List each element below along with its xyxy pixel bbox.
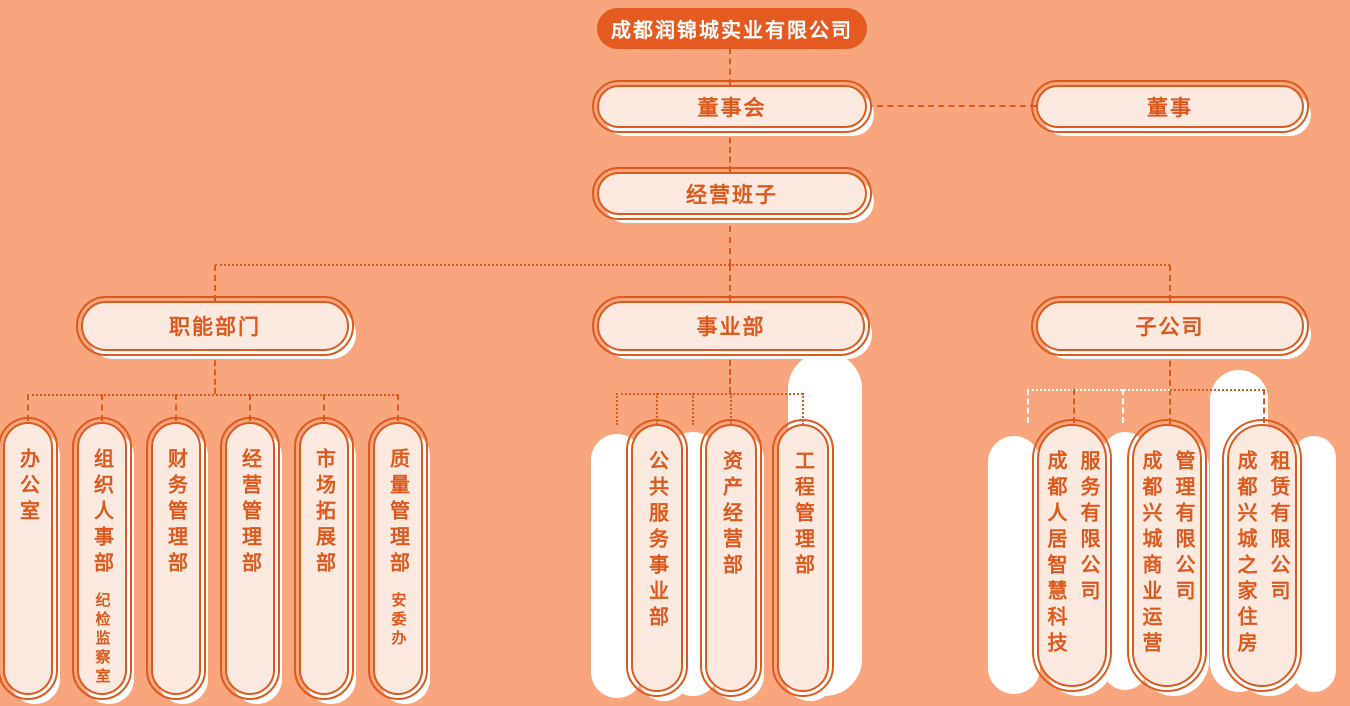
connector-line	[27, 394, 398, 396]
connector-line	[27, 394, 29, 421]
node-label: 市场拓展部	[312, 448, 337, 578]
connector-line	[729, 351, 731, 393]
node-label-col1: 成都兴城之家住房	[1234, 450, 1258, 658]
node-operations-mgmt-dept: 经营管理部	[220, 417, 280, 700]
connector-line	[214, 351, 216, 394]
node-label: 组织人事部	[90, 448, 115, 578]
node-subsidiaries: 子公司	[1031, 296, 1309, 356]
node-asset-operation-dept: 资产经营部	[700, 419, 762, 697]
node-sublabel: 安委办	[389, 592, 408, 649]
connector-line	[730, 393, 732, 425]
connector-line	[616, 393, 618, 425]
node-label: 工程管理部	[791, 450, 816, 580]
connector-line	[323, 394, 325, 421]
node-root: 成都润锦城实业有限公司	[597, 8, 867, 49]
connector-line	[1073, 389, 1075, 423]
node-label: 公共服务事业部	[645, 450, 670, 632]
node-market-expansion-dept: 市场拓展部	[294, 417, 354, 700]
node-subsidiary-xingcheng-housing: 成都兴城之家住房租赁有限公司	[1222, 419, 1302, 692]
node-hr-org-dept: 组织人事部纪检监察室	[72, 417, 132, 700]
node-public-service-division: 公共服务事业部	[626, 419, 688, 697]
connector-line	[1263, 389, 1265, 423]
node-finance-dept: 财务管理部	[146, 417, 206, 700]
node-quality-mgmt-dept: 质量管理部安委办	[368, 417, 428, 700]
node-management-label: 经营班子	[686, 182, 778, 207]
connector-line	[1122, 389, 1124, 423]
node-label-col2: 管理有限公司	[1172, 450, 1196, 606]
node-directors-label: 董事	[1147, 95, 1193, 120]
node-engineering-mgmt-dept: 工程管理部	[772, 419, 834, 697]
connector-line	[729, 265, 731, 301]
node-board: 董事会	[592, 80, 872, 133]
node-subsidiary-renju-smart-tech: 成都人居智慧科技服务有限公司	[1032, 419, 1112, 692]
connector-line	[1170, 389, 1264, 391]
node-label: 财务管理部	[164, 448, 189, 578]
connector-line	[656, 393, 658, 425]
node-board-label: 董事会	[697, 95, 767, 120]
connector-line	[1027, 389, 1170, 391]
connector-line	[802, 393, 804, 425]
ghost-pill	[988, 436, 1040, 694]
branch-label: 职能部门	[169, 315, 261, 339]
ghost-pill	[1292, 436, 1336, 692]
node-label: 资产经营部	[719, 450, 744, 580]
node-management: 经营班子	[592, 167, 872, 220]
node-label: 办公室	[16, 448, 41, 526]
connector-line	[867, 105, 1036, 107]
node-office: 办公室	[0, 417, 58, 700]
node-label-col1: 成都兴城商业运营	[1139, 450, 1163, 658]
branch-label: 子公司	[1135, 315, 1205, 339]
connector-line	[249, 394, 251, 421]
connector-line	[729, 215, 731, 265]
connector-line	[1169, 265, 1171, 301]
connector-line	[1027, 389, 1029, 423]
connector-line	[397, 394, 399, 421]
node-label-col2: 租赁有限公司	[1267, 450, 1291, 606]
node-business-division: 事业部	[592, 296, 870, 356]
connector-line	[729, 48, 731, 85]
node-root-label: 成都润锦城实业有限公司	[611, 18, 853, 42]
connector-line	[214, 265, 216, 301]
node-label-col2: 服务有限公司	[1077, 450, 1101, 606]
connector-line	[1169, 351, 1171, 424]
node-label: 质量管理部	[386, 448, 411, 578]
branch-label: 事业部	[696, 315, 766, 339]
node-directors: 董事	[1031, 80, 1309, 133]
connector-line	[101, 394, 103, 421]
connector-line	[175, 394, 177, 421]
connector-line	[616, 393, 803, 395]
node-subsidiary-xingcheng-commercial: 成都兴城商业运营管理有限公司	[1127, 419, 1207, 692]
connector-line	[729, 128, 731, 172]
connector-line	[692, 393, 694, 425]
node-label-col1: 成都人居智慧科技	[1044, 450, 1068, 658]
node-functional-departments: 职能部门	[76, 296, 354, 356]
connector-line	[215, 264, 1170, 266]
node-sublabel: 纪检监察室	[93, 592, 112, 687]
node-label: 经营管理部	[238, 448, 263, 578]
